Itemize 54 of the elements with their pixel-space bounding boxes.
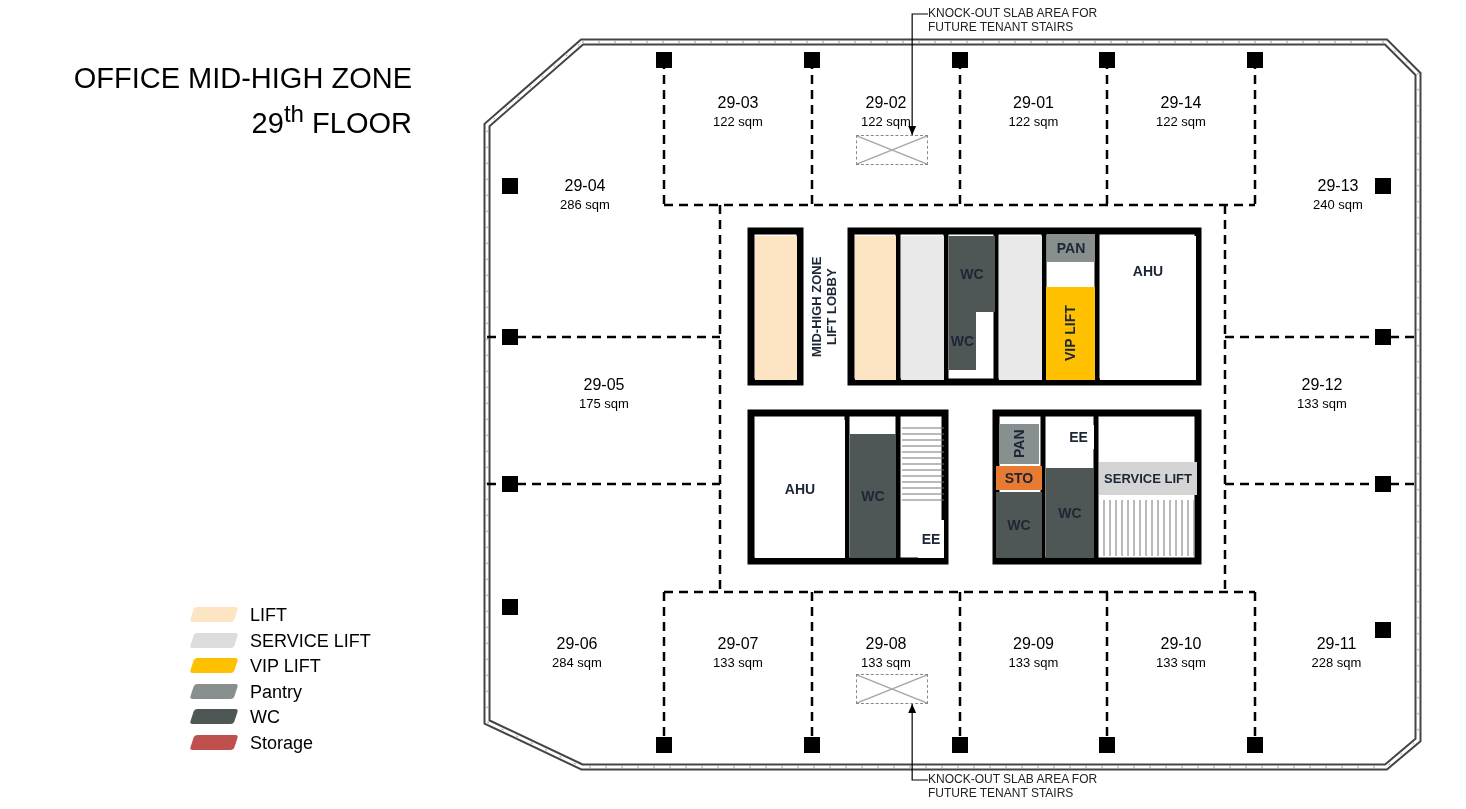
- floor-title: OFFICE MID-HIGH ZONE 29$^{th}$ FLOOR: [72, 61, 412, 141]
- unit-area: 122 sqm: [1156, 114, 1206, 130]
- callout-text: KNOCK-OUT SLAB AREA FOR FUTURE TENANT STAIRS: [928, 6, 1128, 38]
- unit-number: 29-04: [564, 176, 606, 195]
- vip-lift-shaft: VIP LIFT: [1046, 287, 1095, 380]
- unit-number: 29-10: [1160, 634, 1202, 653]
- pantry-room: PAN: [1047, 234, 1095, 262]
- lift-shaft: [755, 236, 797, 380]
- unit-number: 29-03: [717, 93, 759, 112]
- unit-number: 29-02: [865, 93, 907, 112]
- unit-area: 122 sqm: [713, 114, 763, 130]
- unit-number: 29-11: [1316, 634, 1357, 653]
- ahu-room: AHU: [755, 420, 845, 558]
- leader-line: [908, 13, 929, 136]
- legend-label: Storage: [250, 731, 314, 754]
- unit-area: 240 sqm: [1313, 197, 1363, 213]
- knock-out-slab-area: [856, 674, 928, 704]
- lift-lobby-label: MID-HIGH ZONE LIFT LOBBY: [809, 255, 839, 360]
- unit-number: 29-08: [865, 634, 907, 653]
- unit-area: 133 sqm: [1156, 655, 1206, 671]
- unit-area: 228 sqm: [1311, 655, 1362, 671]
- unit-area: 133 sqm: [1008, 655, 1059, 671]
- unit-number: 29-07: [717, 634, 759, 653]
- ahu-room: AHU: [1100, 236, 1196, 380]
- unit-area: 133 sqm: [1297, 396, 1347, 412]
- service-lift-shaft: SERVICE LIFT: [1099, 462, 1197, 495]
- service-lift-shaft: [901, 236, 944, 380]
- unit-number: 29-01: [1013, 93, 1054, 112]
- unit-area: 122 sqm: [861, 114, 911, 130]
- pantry-room: PAN: [999, 424, 1039, 464]
- unit-number: 29-05: [583, 375, 625, 394]
- legend-label: LIFT: [250, 604, 287, 626]
- unit-number: 29-06: [556, 634, 598, 653]
- unit-area: 133 sqm: [861, 655, 911, 671]
- unit-number: 29-14: [1160, 93, 1202, 112]
- lift-shaft: [855, 236, 896, 380]
- unit-area: 175 sqm: [579, 396, 629, 412]
- legend-label: SERVICE LIFT: [250, 629, 371, 652]
- unit-number: 29-12: [1301, 375, 1343, 394]
- service-lift-shaft: [999, 236, 1042, 380]
- unit-number: 29-09: [1013, 634, 1054, 653]
- legend-label: WC: [250, 706, 280, 728]
- unit-area: 286 sqm: [560, 197, 610, 213]
- legend-label: Pantry: [250, 680, 303, 703]
- leader-line: [908, 703, 929, 781]
- knock-out-slab-area: [856, 135, 928, 165]
- storage-room: STO: [996, 466, 1042, 490]
- unit-area: 284 sqm: [552, 655, 602, 671]
- unit-number: 29-13: [1317, 176, 1359, 195]
- unit-area: 122 sqm: [1008, 114, 1059, 130]
- legend-label: VIP LIFT: [250, 655, 321, 677]
- unit-area: 133 sqm: [713, 655, 763, 671]
- callout-text: KNOCK-OUT SLAB AREA FOR FUTURE TENANT STAIRS: [928, 772, 1128, 804]
- electrical-room: EE: [918, 520, 944, 558]
